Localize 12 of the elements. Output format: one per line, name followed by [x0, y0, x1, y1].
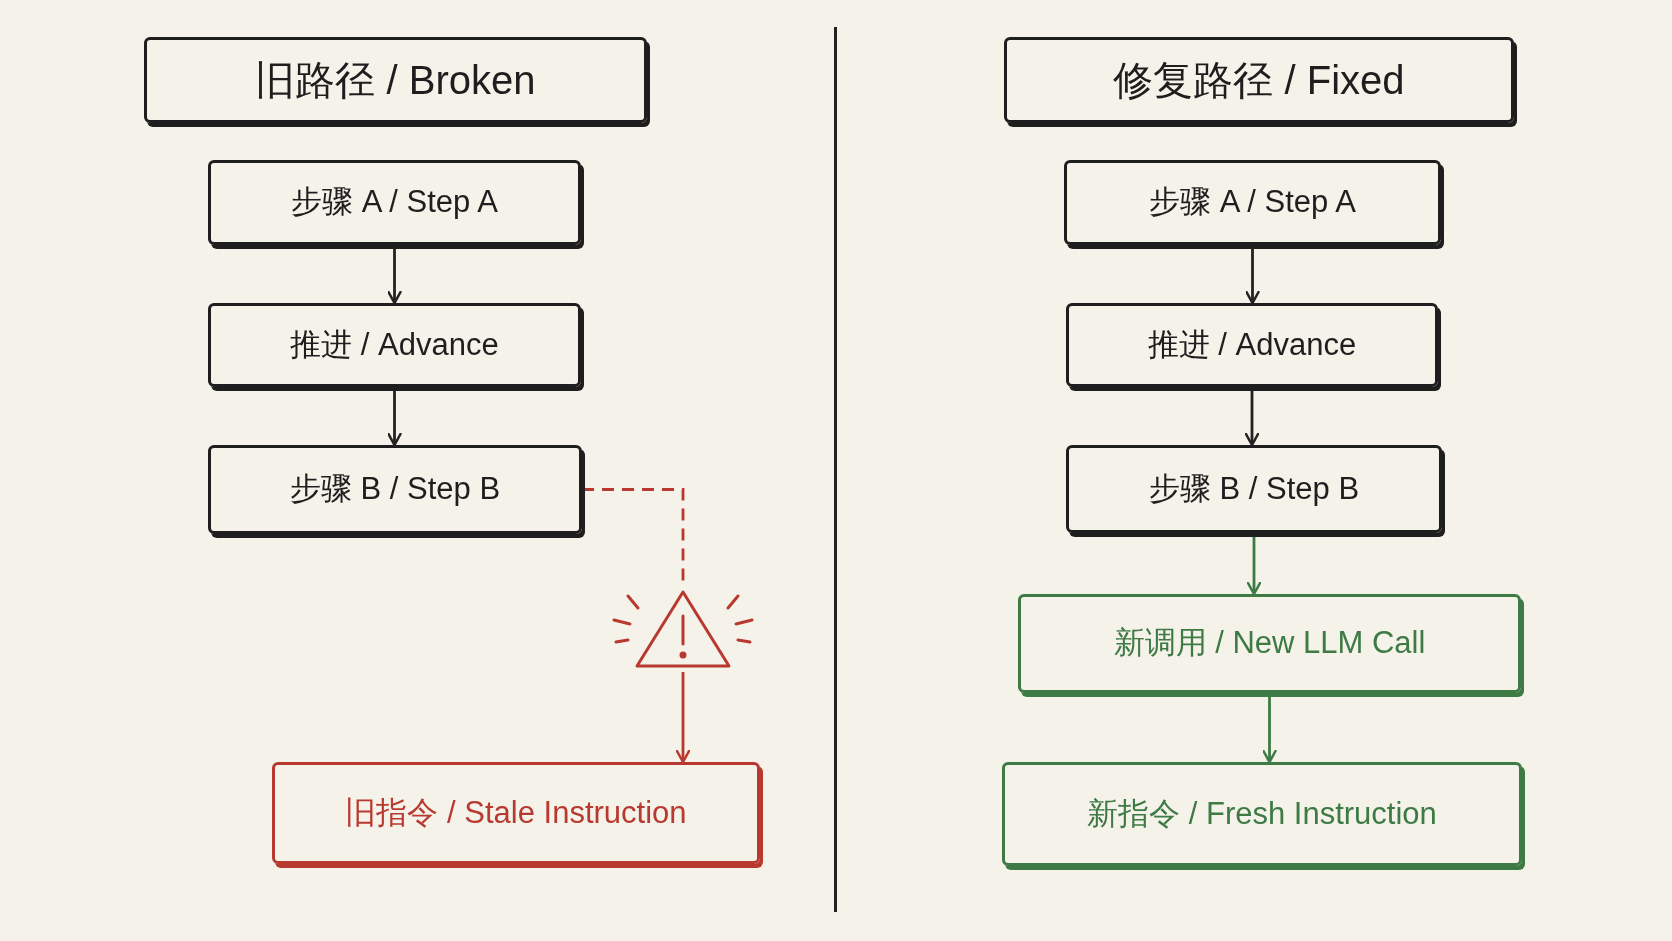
step-label: 推进 / Advance — [1147, 325, 1357, 364]
arrow — [675, 672, 691, 764]
step-label: 步骤 B / Step B — [289, 470, 501, 509]
step-label: 新调用 / New LLM Call — [1113, 624, 1426, 663]
step-label: 旧指令 / Stale Instruction — [345, 793, 687, 832]
title-text: 修复路径 / Fixed — [1113, 57, 1405, 104]
step-label: 步骤 A / Step A — [291, 183, 498, 222]
step-label: 步骤 B / Step B — [1148, 469, 1360, 508]
step-label: 新指令 / Fresh Instruction — [1087, 794, 1437, 833]
step-label: 推进 / Advance — [290, 325, 499, 364]
step-label: 步骤 A / Step A — [1149, 183, 1356, 222]
title-text: 旧路径 / Broken — [255, 57, 536, 104]
